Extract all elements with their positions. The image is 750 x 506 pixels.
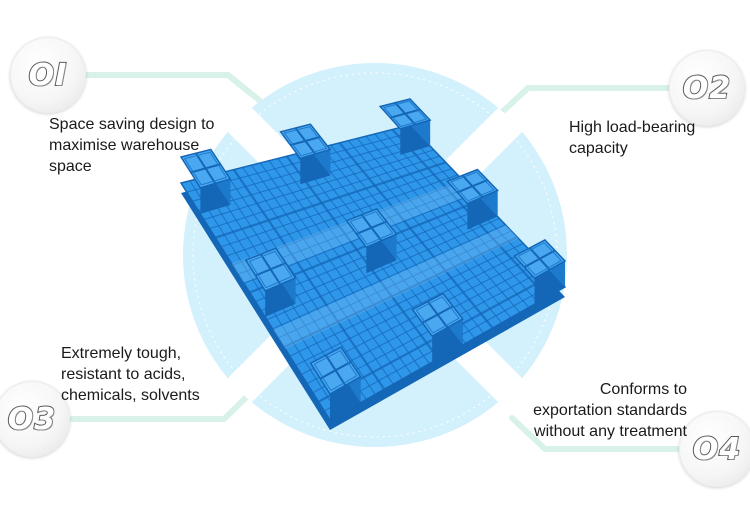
feature-line: Conforms to — [599, 381, 687, 398]
feature-badge-02: O2 — [669, 50, 745, 126]
feature-line: resistant to acids, — [61, 366, 186, 383]
feature-line: chemicals, solvents — [61, 387, 200, 404]
feature-line: capacity — [569, 140, 628, 157]
feature-line: Extremely tough, — [61, 345, 182, 362]
feature-line: maximise warehouse — [49, 137, 200, 154]
feature-text-04: Conforms to exportation standards withou… — [500, 379, 687, 442]
feature-text-03: Extremely tough, resistant to acids, che… — [61, 343, 231, 406]
feature-line: Space saving design to — [49, 116, 215, 133]
feature-badge-03: O3 — [0, 381, 70, 457]
feature-text-02: High load-bearing capacity — [569, 117, 729, 159]
feature-badge-number: O4 — [692, 431, 742, 468]
feature-line: without any treatment — [534, 423, 687, 440]
feature-badge-number: O3 — [7, 401, 57, 438]
blue-plastic-pallet-illustration — [179, 98, 567, 430]
feature-text-01: Space saving design to maximise warehous… — [49, 114, 249, 177]
feature-line: exportation standards — [533, 402, 687, 419]
feature-badge-04: O4 — [679, 411, 750, 487]
feature-badge-01: OI — [10, 37, 86, 113]
feature-line: High load-bearing — [569, 119, 696, 136]
feature-line: space — [49, 158, 92, 175]
feature-badge-number: OI — [28, 57, 68, 94]
feature-badge-number: O2 — [682, 70, 732, 107]
connector-line-04 — [509, 415, 683, 452]
